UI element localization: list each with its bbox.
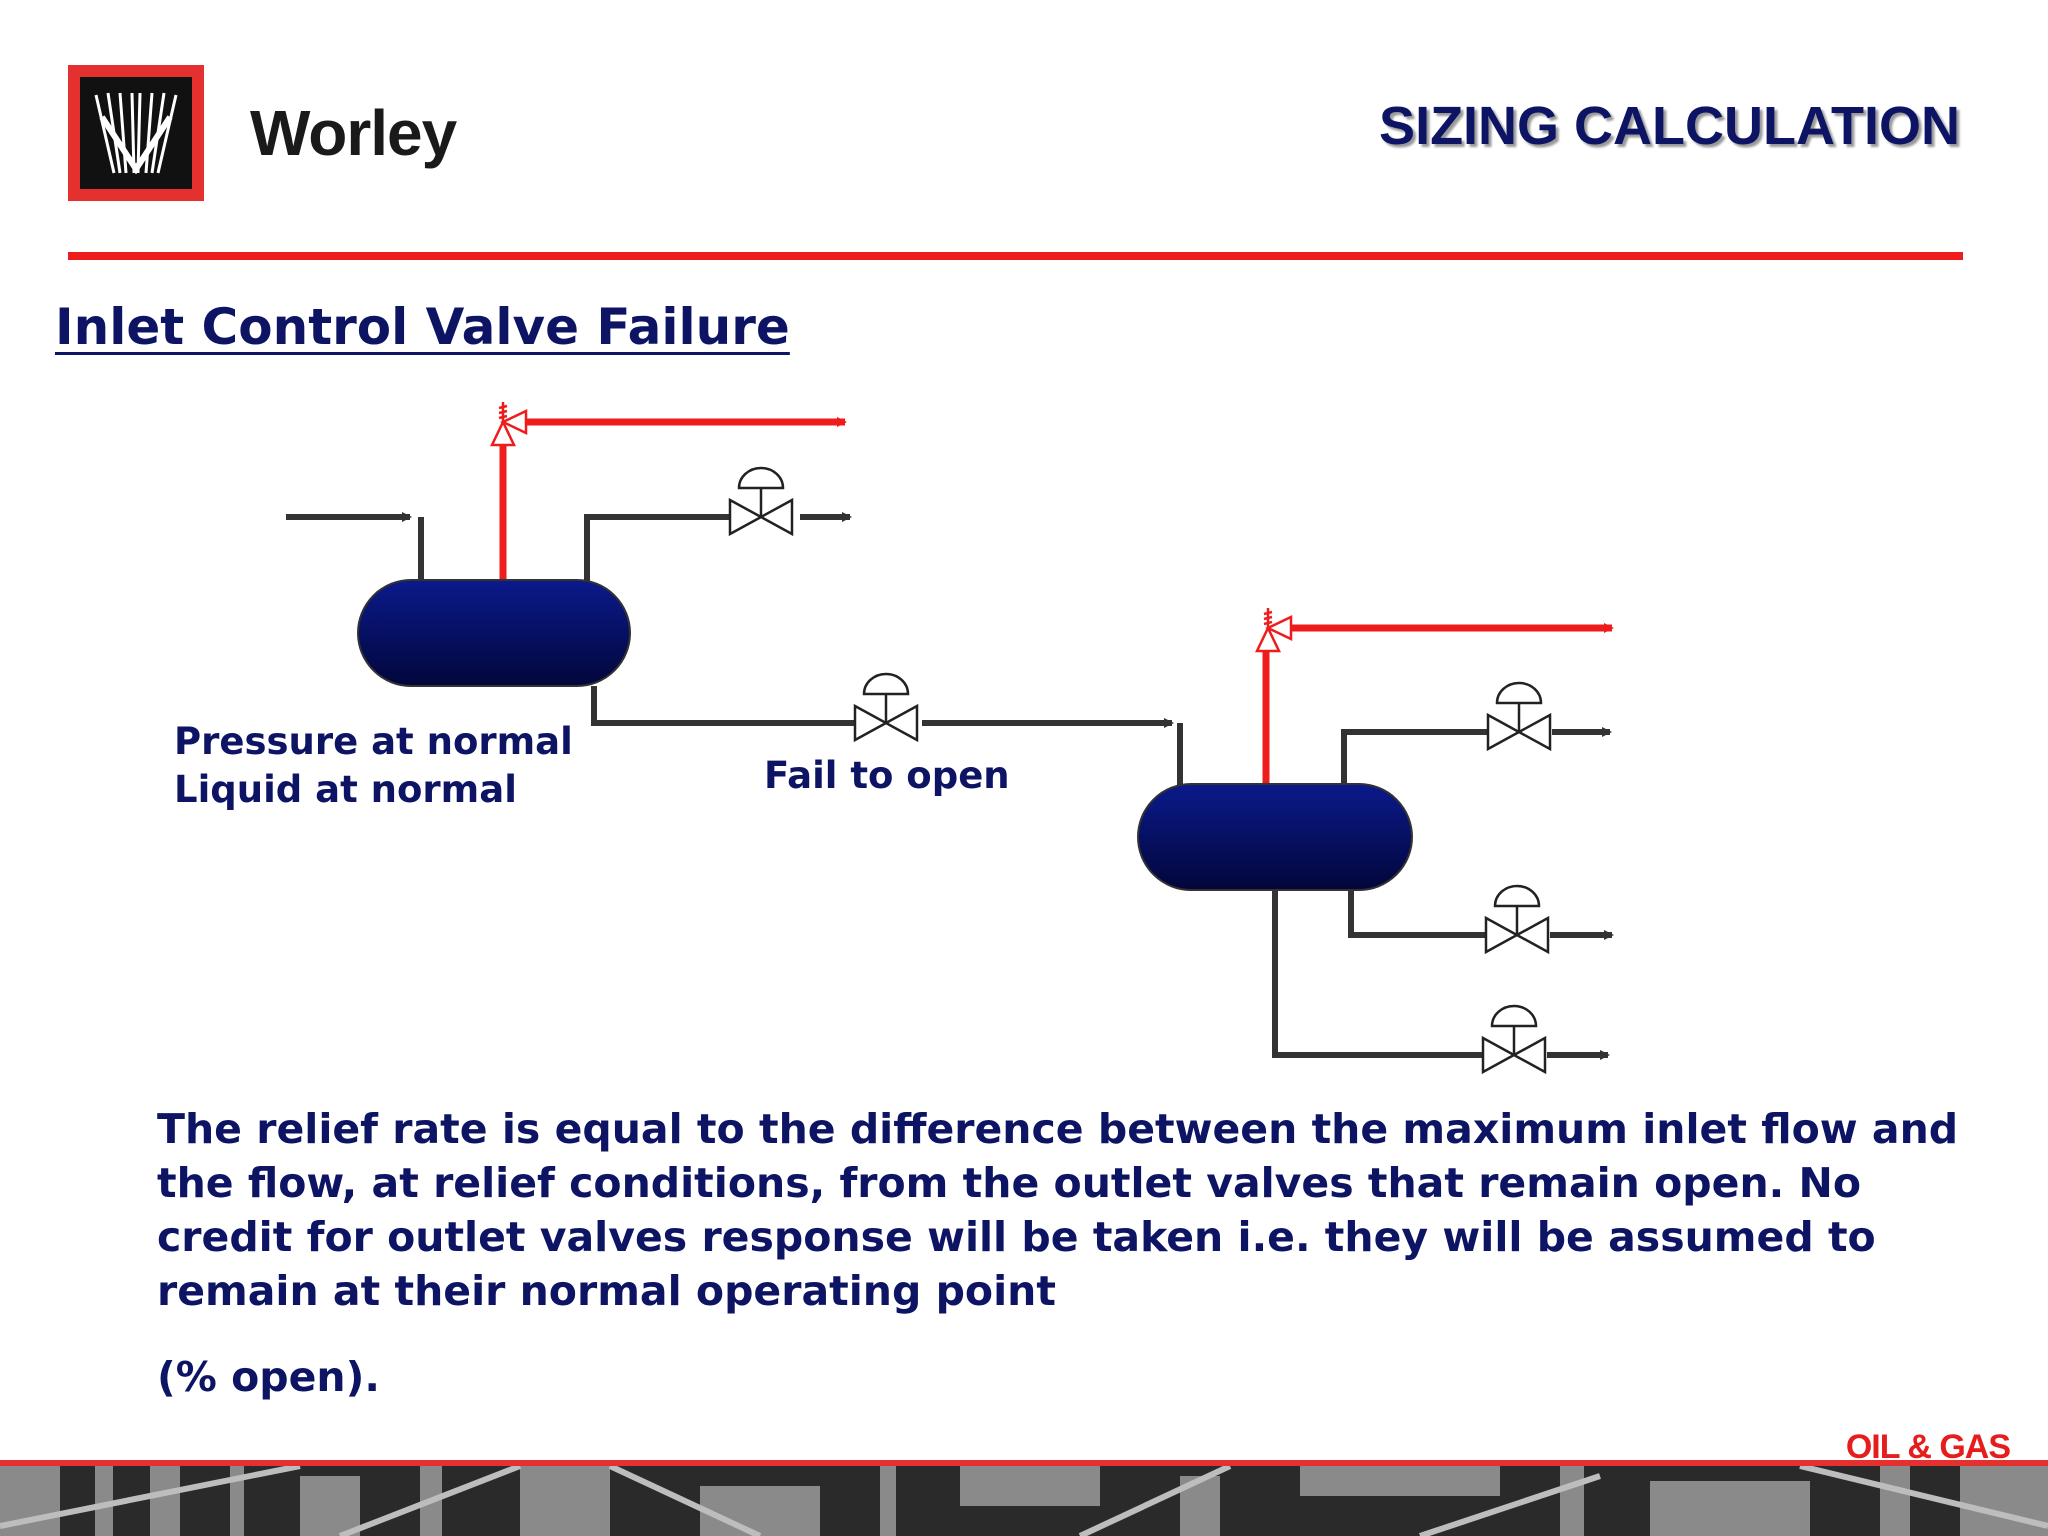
explanation-tail: (% open). — [157, 1353, 380, 1401]
page-title: SIZING CALCULATION — [1379, 96, 1960, 156]
vessel1-top-control-valve-icon — [728, 466, 794, 537]
explanation-paragraph: The relief rate is equal to the differen… — [157, 1105, 1959, 1315]
division-label: OIL & GAS — [1845, 1428, 2011, 1466]
vessel2-relief-line — [1262, 623, 1614, 785]
vessel2-bottom-control-valve-icon — [1481, 1004, 1547, 1075]
footer-platform-image — [0, 1466, 2048, 1536]
fail-to-open-label: Fail to open — [764, 754, 1010, 797]
worley-logo — [68, 65, 204, 201]
footer-divider — [0, 1460, 2048, 1466]
brand-name: Worley — [250, 97, 457, 169]
interconnect-line — [591, 686, 1183, 785]
vessel2-top-outlet-line — [1341, 727, 1612, 786]
vessel1-top-outlet-line — [584, 512, 852, 582]
inlet-control-valve-icon — [853, 672, 919, 743]
vessel2-top-control-valve-icon — [1486, 681, 1552, 752]
vessel2-mid-outlet-line — [1348, 888, 1614, 940]
logo-emblem-icon — [80, 77, 192, 189]
vessel-1 — [357, 579, 631, 687]
vessel2-mid-control-valve-icon — [1484, 884, 1550, 955]
vessel1-liquid-label: Liquid at normal — [174, 768, 517, 811]
vessel1-psv-icon — [490, 402, 528, 447]
inlet-line — [286, 512, 424, 582]
vessel1-relief-line — [499, 417, 847, 582]
process-diagram — [286, 402, 1614, 1075]
vessel2-psv-icon — [1255, 608, 1293, 653]
section-heading: Inlet Control Valve Failure — [55, 298, 790, 356]
header-divider — [68, 252, 1963, 260]
vessel-2 — [1137, 783, 1413, 891]
vessel2-bottom-outlet-line — [1272, 888, 1610, 1060]
vessel1-pressure-label: Pressure at normal — [174, 720, 573, 763]
